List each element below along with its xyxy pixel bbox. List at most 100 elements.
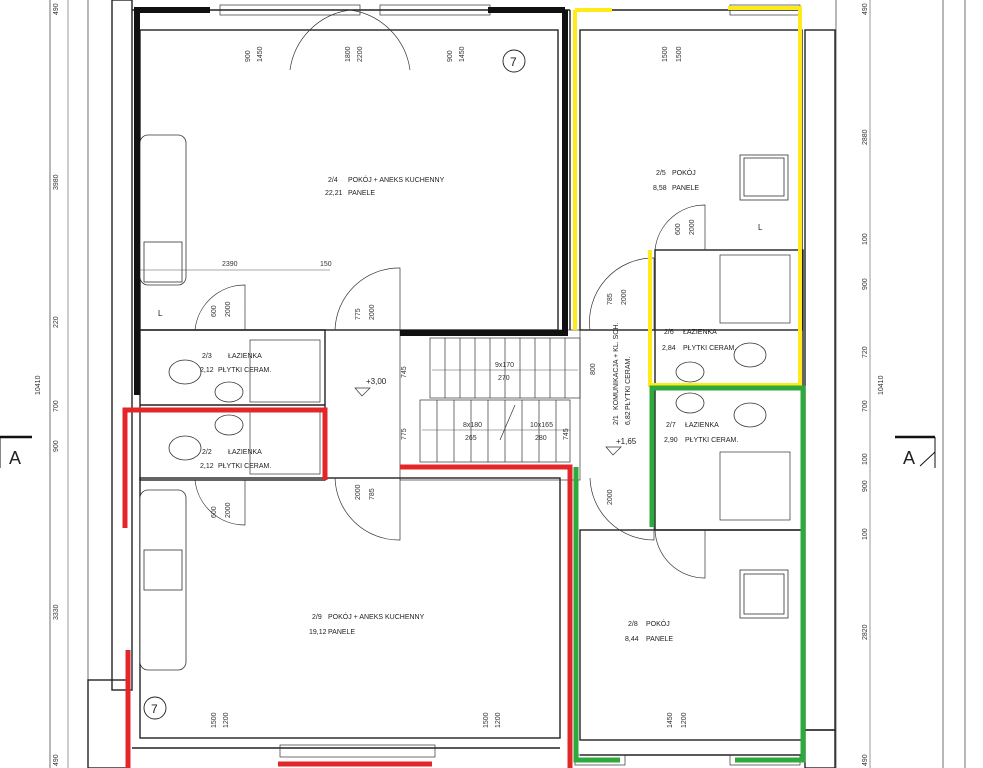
dim-top-4: 900 [447,50,454,62]
door-dim-13: 600 [675,223,682,235]
door-dim-11: 600 [211,506,218,518]
dim-top-6: 1500 [662,46,669,62]
dim-left-4: 700 [53,400,60,412]
section-letter: A [9,448,21,468]
room-name: POKÓJ + ANEKS KUCHENNY [348,175,445,184]
stairs-upper-len: 270 [498,375,510,382]
dim-top-0: 900 [245,50,252,62]
stairs-upper-label: 9x170 [495,362,514,369]
dim-bottom-3: 1200 [495,712,502,728]
stairs-lower1-label: 8x180 [463,422,482,429]
axis-bubble-top: 7 [502,49,526,73]
room-2-5: 2/5 POKÓJ 8,58 PANELE [653,168,699,192]
fixtures [139,134,789,671]
room-area: 2,12 [200,367,214,374]
door-dim-6: 745 [401,366,408,378]
dim-bottom-4: 1450 [667,712,674,728]
dim-left-3: 10410 [35,375,42,395]
room-2-8: 2/8 POKÓJ 8,44 PANELE [625,619,673,643]
room-name: POKÓJ [672,168,696,177]
dim-left-6: 3330 [53,604,60,620]
room-code: 2/2 [202,449,212,456]
highlight-red [122,407,573,768]
room-finish: PANELE [328,629,355,636]
top-dims: 900 1450 1800 2200 900 1450 1500 1500 [245,46,683,62]
room-finish: PANELE [646,636,673,643]
dim-left-7: 490 [53,754,60,766]
dim-top-7: 1500 [676,46,683,62]
door-dim-2: 775 [355,308,362,320]
door-dim-3: 2000 [369,304,376,320]
dim-right-2: 100 [862,233,869,245]
right-dims: 490 2880 100 900 720 10410 700 100 900 1… [862,3,885,766]
dim-top-1: 1450 [257,46,264,62]
room-area: 2,84 [662,345,676,352]
dim-right-5: 10410 [878,375,885,395]
room-finish: PŁYTKI CERAM. [685,437,738,444]
door-dim-9: 785 [369,488,376,500]
room-area: 6,82 [625,411,632,425]
room-code: 2/8 [628,621,638,628]
door-dim-7: 775 [401,428,408,440]
room-name: ŁAZIENKA [228,449,262,456]
dim-bottom-1: 1200 [223,712,230,728]
highlight-green [573,385,806,763]
door-dim-14: 2000 [689,219,696,235]
door-dim-15: 745 [563,428,570,440]
room-finish: PŁYTKI CERAM. [218,463,271,470]
dim-right-1: 2880 [862,129,869,145]
door-dim-1: 2000 [225,301,232,317]
room-area: 22,21 [325,190,343,197]
dim-right-4: 720 [862,346,869,358]
level-upper: +3,00 [354,377,387,397]
level-mid: +1,65 [605,437,637,456]
room-code: 2/4 [328,177,338,184]
door-dim-4: 785 [607,293,614,305]
section-mark-right: A [895,435,936,468]
door-dim-8: 2000 [355,484,362,500]
axis-bubble-bottom: 7 [143,696,167,720]
dim-bottom-5: 1200 [681,712,688,728]
room-name: POKÓJ [646,619,670,628]
stairs: 9x170 270 8x180 265 10x165 280 800 [419,337,597,463]
dim-right-0: 490 [862,3,869,15]
door-dim-12: 2000 [225,502,232,518]
dim-top-5: 1450 [459,46,466,62]
dim-left-2: 220 [53,316,60,328]
axis-label: 7 [151,702,158,716]
room-area: 2,90 [664,437,678,444]
room-2-2: 2/2 ŁAZIENKA 2,12 PŁYTKI CERAM. [200,449,271,470]
room-finish: PANELE [672,185,699,192]
dim-2390: 2390 [222,261,238,268]
stairs-lower2-label: 10x165 [530,422,553,429]
dim-right-3: 900 [862,278,869,290]
dim-top-2: 1800 [345,46,352,62]
room-finish: PŁYTKI CERAM. [625,357,632,410]
stairs-landing: 800 [590,363,597,375]
room-area: 19,12 [309,629,327,636]
room-code: 2/1 [613,415,620,425]
room-code: 2/5 [656,170,666,177]
room-code: 2/3 [202,353,212,360]
dim-right-7: 100 [862,453,869,465]
left-dims: 490 3980 220 10410 700 900 3330 490 [35,3,60,766]
room-finish: PANELE [348,190,375,197]
dimension-lines [67,0,871,768]
room-name: ŁAZIENKA [685,422,719,429]
dim-right-8: 900 [862,480,869,492]
room-2-3: 2/3 ŁAZIENKA 2,12 PŁYTKI CERAM. [200,353,271,374]
room-name: POKÓJ + ANEKS KUCHENNY [328,612,425,621]
dim-left-5: 900 [53,440,60,452]
dim-left-1: 3980 [53,174,60,190]
dim-right-11: 490 [862,754,869,766]
level-text: +1,65 [616,437,637,446]
room-2-7: 2/7 ŁAZIENKA 2,90 PŁYTKI CERAM. [664,422,738,444]
room-code: 2/7 [666,422,676,429]
door-dim-5: 2000 [621,289,628,305]
room-code: 2/6 [664,329,674,336]
room-2-6: 2/6 ŁAZIENKA 2,84 PŁYTKI CERAM. [662,329,736,352]
room-name: ŁAZIENKA [228,353,262,360]
room-2-9: 2/9 POKÓJ + ANEKS KUCHENNY 19,12 PANELE [309,612,425,636]
dim-left-0: 490 [53,3,60,15]
